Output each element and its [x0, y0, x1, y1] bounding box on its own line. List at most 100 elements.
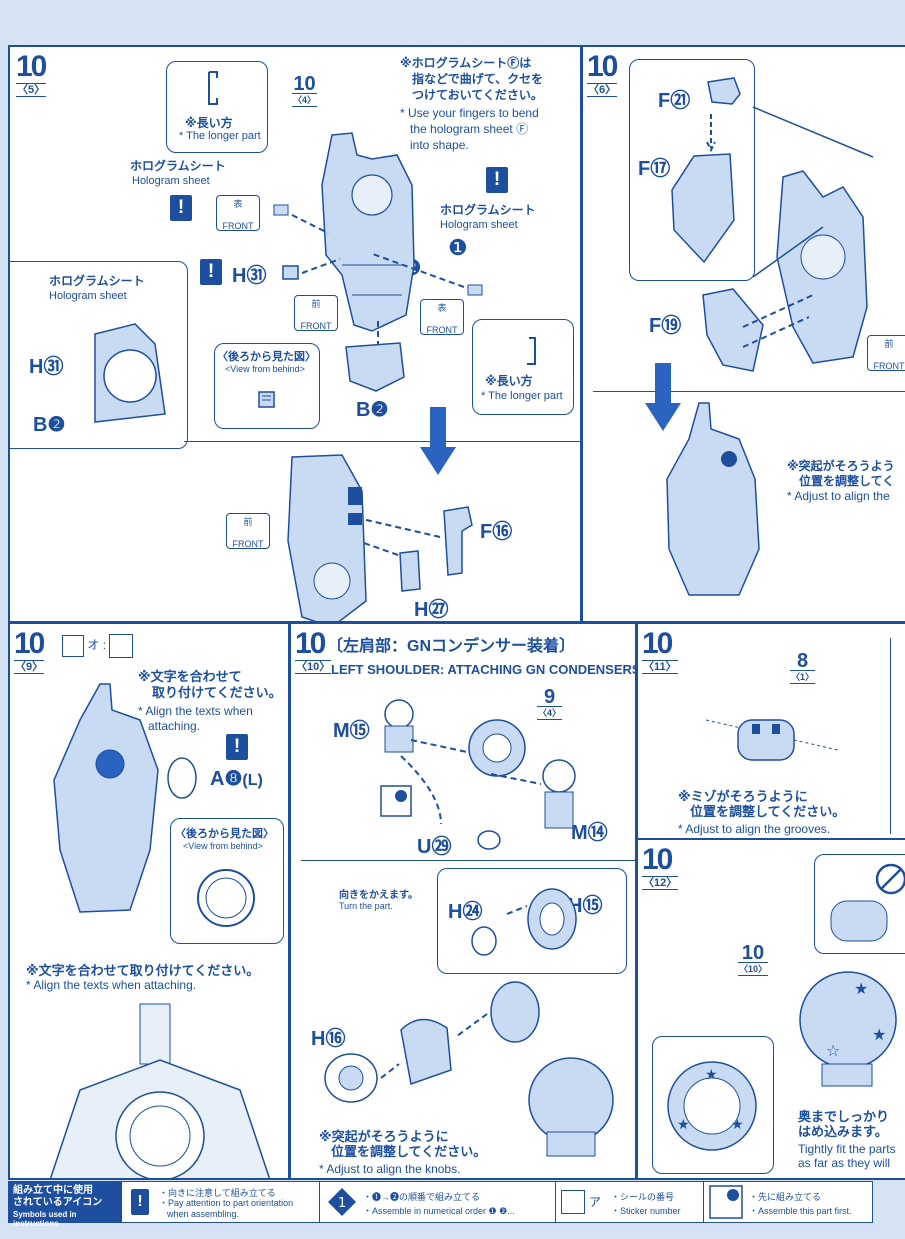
knob-note-jp: ※突起がそろうよう 位置を調整してく	[787, 459, 895, 488]
gn-condenser-cap	[490, 981, 540, 1043]
h16-part	[324, 1053, 378, 1103]
part-label-u29: U㉙	[417, 836, 452, 858]
shoulder-joint-part	[400, 1018, 452, 1085]
first-assembly-icon	[380, 785, 412, 817]
down-arrow-icon	[645, 363, 681, 431]
view-behind-jp: 〈後ろから見た図〉	[217, 350, 316, 363]
part-label-a8: A❽(L)	[210, 768, 263, 790]
warning-icon: !	[131, 1189, 149, 1215]
assembly-arrows	[400, 739, 542, 825]
condenser-cylinder	[705, 719, 839, 761]
inset-part-illustration	[94, 323, 166, 423]
socket-star-illustration: ★ ★ ★	[667, 1061, 757, 1151]
f17-part	[671, 153, 735, 264]
longer-part-en: * The longer part	[481, 390, 563, 402]
assembly-arrows	[742, 106, 874, 348]
longer-part-jp: ※長い方	[485, 374, 533, 388]
h31-part	[282, 265, 299, 280]
panel-divider	[890, 638, 891, 834]
knob-note-en: * Adjust to align the knobs.	[319, 1162, 461, 1176]
view-behind-jp: 〈後ろから見た図〉	[175, 827, 274, 840]
svg-text:1: 1	[338, 1196, 346, 1211]
part-label-m15: M⑮	[333, 720, 370, 742]
shoulder-star-illustration: ★ ☆ ★	[799, 971, 897, 1087]
sticker-icon	[561, 1190, 585, 1214]
step-panel-10-9: 10 〈9〉 オ : ※文字を合わせて 取り付けてください。 * Align t…	[8, 622, 290, 1180]
condenser-wrong-illustration	[830, 900, 888, 942]
substep-number: 〈6〉	[587, 83, 618, 97]
align-texts-note2-en: * Align the texts when attaching.	[26, 978, 197, 992]
legend-order: 1 ・❶→❷の順番で組み立てる ・Assemble in numerical o…	[319, 1182, 556, 1222]
symbol-legend: 組み立て中に使用 されているアイコン Symbols used in instr…	[8, 1181, 873, 1228]
svg-text:☆: ☆	[826, 1041, 840, 1060]
shoulder-detail-illustration	[49, 1003, 271, 1178]
inset-detail: F㉑ F⑰	[629, 59, 755, 281]
step-panel-10-12: 10 〈12〉 10 〈10〉 ★ ☆ ★ ★ ★ ★ 奥までしっかり はめ込み…	[636, 838, 905, 1180]
substep-number: 〈12〉	[642, 876, 679, 890]
hologram-sheet-label-left-en: Hologram sheet	[132, 175, 210, 187]
b2-part	[345, 342, 405, 392]
warning-icon: !	[226, 734, 248, 760]
incorrect-example-callout	[814, 854, 905, 954]
m14-part	[542, 759, 576, 829]
svg-text:★: ★	[872, 1025, 886, 1044]
ref-step-8-1: 8 〈1〉	[790, 650, 816, 684]
first-assembly-icon	[109, 634, 134, 658]
hologram-sheet-piece	[467, 284, 483, 296]
part-label-b2: B❷	[356, 399, 389, 421]
ref-step-10-10: 10 〈10〉	[738, 942, 769, 976]
sticker-a8	[167, 757, 197, 799]
section-divider	[184, 441, 580, 442]
substep-number: 〈5〉	[16, 83, 47, 97]
assembly-arrows	[361, 518, 441, 556]
knob-note-en: * Adjust to align the	[787, 489, 890, 503]
step-title-en: LEFT SHOULDER: ATTACHING GN CONDENSERS	[331, 662, 637, 677]
longer-part-jp: ※長い方	[185, 116, 233, 130]
prohibited-icon	[875, 863, 905, 895]
warning-icon: !	[486, 167, 508, 193]
legend-sticker: ア ・シールの番号 ・Sticker number	[555, 1182, 704, 1222]
behind-view-icon	[258, 391, 275, 408]
arm-part-illustration	[53, 683, 159, 913]
view-behind-en: <View from behind>	[225, 364, 305, 374]
legend-first: ・先に組み立てる ・Assemble this part first.	[703, 1182, 873, 1222]
shoulder-assembled-illustration	[528, 1057, 614, 1157]
hologram-sheet-piece	[273, 204, 289, 216]
view-from-behind-callout: 〈後ろから見た図〉 <View from behind>	[214, 343, 320, 429]
bracket-icon	[527, 337, 536, 365]
step-panel-10-5: 10 〈5〉 ※長い方 * The longer part 10 〈4〉 ※ホロ…	[8, 45, 582, 623]
turn-part-note: 向きをかえます。 Turn the part.	[339, 890, 418, 911]
part-label-f21: F㉑	[658, 90, 691, 112]
align-texts-note-jp: ※文字を合わせて 取り付けてください。	[138, 670, 282, 701]
h15-part	[527, 888, 577, 950]
inset-hologram-jp: ホログラムシート	[49, 274, 145, 288]
assembly-arrows	[380, 905, 528, 1079]
part-label-h24: H㉔	[448, 901, 483, 923]
f19-part	[702, 288, 764, 372]
inset-detail: ホログラムシート Hologram sheet H㉛ B❷	[10, 261, 188, 449]
view-from-behind-callout: 〈後ろから見た図〉 <View from behind>	[170, 818, 284, 944]
step-title-jp: 〔左肩部：GNコンデンサー装着〕	[327, 638, 576, 655]
step-number: 10	[16, 50, 47, 83]
svg-text:★: ★	[854, 979, 868, 998]
ring-icon	[197, 869, 255, 927]
f21-part	[707, 77, 741, 105]
hologram-sheet-label-right-en: Hologram sheet	[440, 219, 518, 231]
longer-part-en: * The longer part	[179, 130, 261, 142]
part-label-h27: H㉗	[414, 599, 449, 621]
part-label-h31: H㉛	[232, 265, 267, 287]
part-label-m14: M⑭	[571, 822, 608, 844]
substep-number: 〈10〉	[295, 660, 332, 674]
svg-text:★: ★	[677, 1117, 690, 1133]
m15-part	[384, 699, 414, 753]
h24-part	[471, 926, 497, 956]
part-label-f19: F⑲	[649, 315, 682, 337]
substep-number: 〈11〉	[642, 660, 678, 674]
longer-part-callout: ※長い方 * The longer part	[166, 61, 268, 153]
align-texts-note2-jp: ※文字を合わせて取り付けてください。	[26, 964, 260, 979]
